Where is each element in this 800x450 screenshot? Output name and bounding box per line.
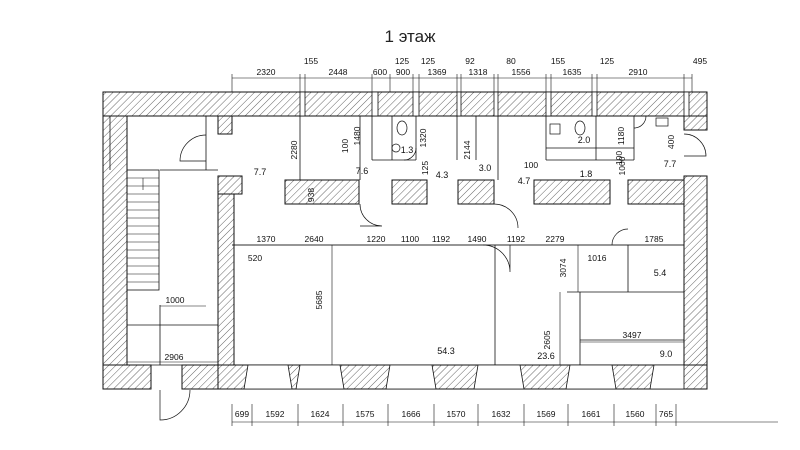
room-area: 5.4 [654,268,667,278]
dim-label: 125 [420,161,430,175]
room-area: 9.0 [660,349,673,359]
dim-label: 3074 [558,258,568,277]
dim-label: 125 [600,56,614,66]
dim-label: 125 [395,56,409,66]
room-area: 4.7 [518,176,531,186]
bottom-windows [243,364,685,390]
dim-label: 2640 [305,234,324,244]
dim-label: 2279 [546,234,565,244]
floor-title: 1 этаж [385,27,437,46]
dim-label: 1318 [469,67,488,77]
dim-label: 1592 [266,409,285,419]
top-dimension-lines [231,74,693,92]
dim-label: 3497 [623,330,642,340]
sanitary-fixtures [391,117,669,153]
dim-label: 125 [421,56,435,66]
dim-label: 2320 [257,67,276,77]
dim-label: 1016 [588,253,607,263]
dim-label: 2605 [542,330,552,349]
dim-label: 1000 [617,156,627,175]
dim-label: 495 [693,56,707,66]
dim-label: 938 [306,188,316,202]
room-area: 54.3 [437,346,455,356]
dim-label: 520 [248,253,262,263]
dim-label: 1560 [626,409,645,419]
dim-label: 1320 [418,128,428,147]
dim-label: 1370 [257,234,276,244]
dim-label: 1220 [367,234,386,244]
dim-label: 1661 [582,409,601,419]
dim-label: 1480 [352,126,362,145]
room-area: 2.0 [578,135,591,145]
room-area: 1.3 [401,145,414,155]
inner-dimension-labels: 1370 2640 1220 1100 1192 1490 1192 2279 … [232,234,684,246]
interior-partitions [109,116,684,366]
bottom-dimension-labels: 699 1592 1624 1575 1666 1570 1632 1569 1… [235,409,673,419]
dim-label: 100 [340,139,350,153]
dim-label: 1100 [401,234,420,244]
dim-label: 2906 [165,352,184,362]
dim-label: 155 [551,56,565,66]
dim-label: 1632 [492,409,511,419]
dim-label: 900 [396,67,410,77]
dim-label: 1785 [645,234,664,244]
room-area: 7.7 [664,159,677,169]
top-dimension-labels: 2320 155 2448 600 900 125 1369 92 1318 8… [257,56,708,77]
room-area: 3.0 [479,163,492,173]
dim-label: 5685 [314,290,324,309]
room-area: 7.7 [254,167,267,177]
room-area: 7.6 [356,166,369,176]
dim-label: 1569 [537,409,556,419]
dim-label: 400 [666,135,676,149]
dim-label: 100 [524,160,538,170]
dim-label: 1192 [507,234,526,244]
dim-label: 1369 [428,67,447,77]
room-area: 23.6 [537,351,555,361]
dim-label: 1570 [447,409,466,419]
bottom-dimension-lines [231,404,778,426]
dim-label: 2144 [462,140,472,159]
dim-label: 1180 [616,127,626,146]
dim-label: 2448 [329,67,348,77]
dim-label: 2910 [629,67,648,77]
room-area: 4.3 [436,170,449,180]
dim-label: 699 [235,409,249,419]
staircase [127,177,159,283]
dim-label: 1624 [311,409,330,419]
dim-label: 1490 [468,234,487,244]
dim-label: 1556 [512,67,531,77]
dim-label: 100 [614,151,624,165]
room-area: 1.8 [580,169,593,179]
dim-label: 80 [506,56,516,66]
room-area-labels: 7.7 7.6 1.3 4.3 3.0 4.7 2.0 1.8 7.7 5.4 … [254,135,677,361]
dim-label: 1000 [166,295,185,305]
dim-label: 1192 [432,234,451,244]
dim-label: 600 [373,67,387,77]
vertical-dimension-labels: 2280 1480 100 1320 125 2144 100 1180 100… [289,126,676,365]
doors [159,115,707,421]
dim-label: 1666 [402,409,421,419]
top-windows [299,91,690,117]
dim-label: 1575 [356,409,375,419]
dim-label: 155 [304,56,318,66]
dim-label: 1635 [563,67,582,77]
dim-label: 2280 [289,140,299,159]
dim-label: 765 [659,409,673,419]
other-dimension-labels: 520 1016 1000 2906 3497 [127,253,684,363]
dim-label: 92 [465,56,475,66]
